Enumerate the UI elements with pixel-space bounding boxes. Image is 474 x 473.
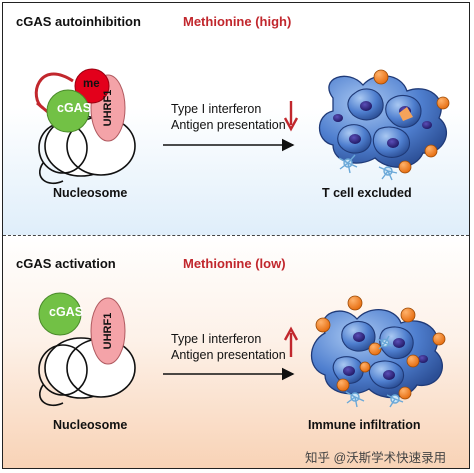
watermark-text: 知乎 @沃斯学术快速录用 bbox=[305, 451, 447, 465]
uhrf1-protein-bottom bbox=[90, 297, 126, 365]
dendritic-cells-top bbox=[338, 154, 398, 181]
down-arrow-icon bbox=[283, 101, 299, 132]
immune-infiltration-label: Immune infiltration bbox=[308, 418, 421, 432]
activation-title: cGAS activation bbox=[16, 256, 116, 271]
effect-line-interferon-top: Type I interferon bbox=[171, 102, 262, 116]
nucleosome-label-bottom: Nucleosome bbox=[53, 418, 128, 432]
panel-divider bbox=[3, 235, 469, 236]
effect-text-bottom: Type I interferon Antigen presentation bbox=[171, 331, 286, 363]
tumor-cluster-top bbox=[318, 75, 448, 168]
dendritic-cells-bottom bbox=[345, 335, 404, 408]
me-label-top: me bbox=[83, 78, 100, 90]
t-cells-top bbox=[373, 69, 450, 174]
cgas-label-top: cGAS bbox=[57, 101, 92, 115]
methionine-high-label: Methionine (high) bbox=[183, 14, 292, 29]
me-mark-top bbox=[74, 68, 110, 104]
cgas-protein-bottom bbox=[38, 292, 82, 336]
effect-line-antigen-top: Antigen presentation bbox=[171, 118, 286, 132]
cgas-label-bottom: cGAS bbox=[49, 305, 84, 319]
uhrf1-label-top: UHRF1 bbox=[102, 89, 114, 127]
methionine-low-label: Methionine (low) bbox=[183, 256, 286, 271]
cgas-protein-top bbox=[46, 89, 90, 133]
t-cell-excluded-label: T cell excluded bbox=[322, 186, 412, 200]
autoinhibition-title: cGAS autoinhibition bbox=[16, 14, 141, 29]
t-cells-bottom bbox=[315, 295, 446, 400]
effect-text-top: Type I interferon Antigen presentation bbox=[171, 101, 286, 133]
effect-line-interferon-bottom: Type I interferon bbox=[171, 332, 262, 346]
uhrf1-label-bottom: UHRF1 bbox=[102, 312, 114, 350]
effect-line-antigen-bottom: Antigen presentation bbox=[171, 348, 286, 362]
figure-frame: cGAS autoinhibition Methionine (high) cG… bbox=[2, 2, 470, 469]
nucleosome-label-top: Nucleosome bbox=[53, 186, 128, 200]
up-arrow-icon bbox=[283, 326, 299, 357]
diagram-artwork bbox=[34, 68, 450, 408]
